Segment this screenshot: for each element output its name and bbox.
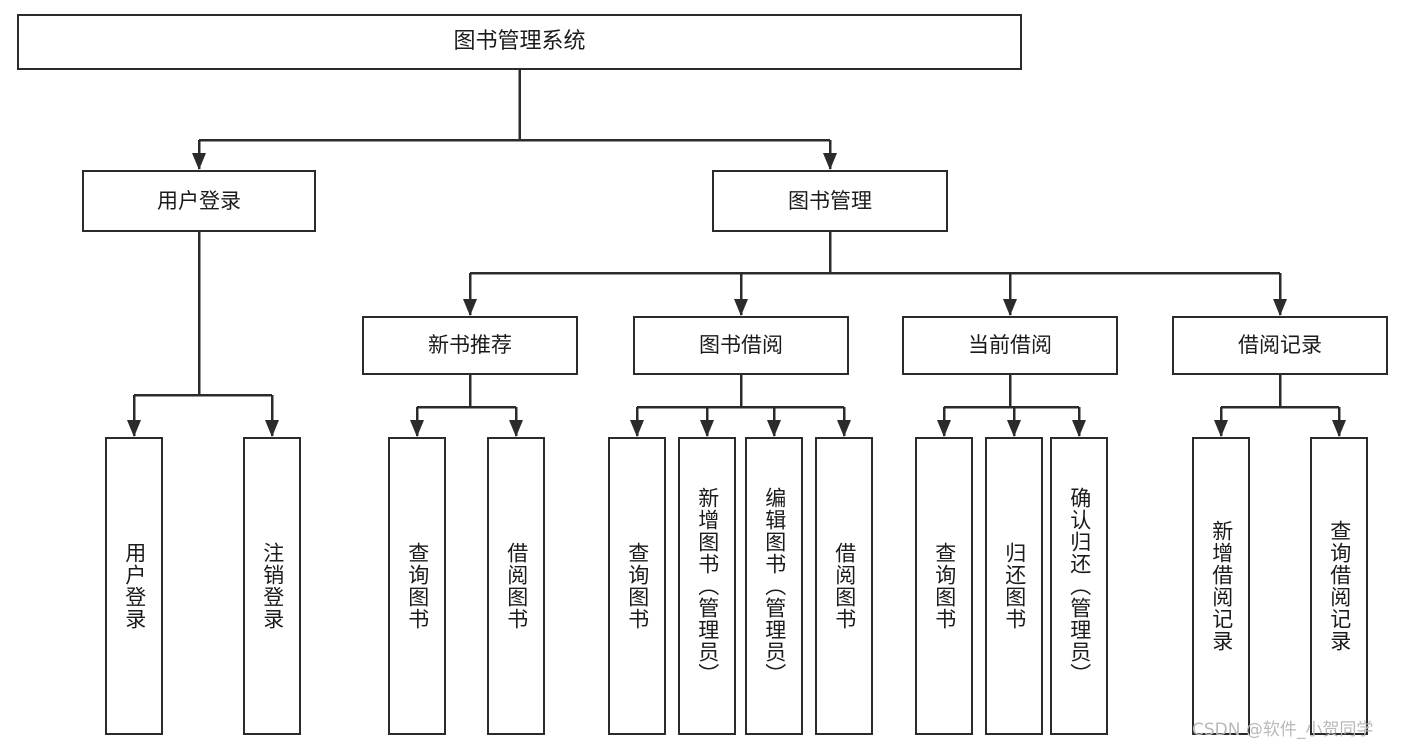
node-label: 图书借阅 (699, 333, 783, 358)
node-leaf-user-login[interactable]: 用户登录 (105, 437, 163, 735)
node-label: 新增图书（管理员） (695, 487, 720, 685)
node-label: 查询图书 (405, 542, 430, 630)
node-label: 确认归还（管理员） (1067, 487, 1092, 685)
node-leaf-user-logout[interactable]: 注销登录 (243, 437, 301, 735)
node-label: 新增借阅记录 (1209, 520, 1234, 652)
node-label: 新书推荐 (428, 333, 512, 358)
node-label: 当前借阅 (968, 333, 1052, 358)
node-label: 查询借阅记录 (1327, 520, 1352, 652)
node-label: 图书管理系统 (453, 29, 586, 55)
node-leaf-edit-book-admin[interactable]: 编辑图书（管理员） (745, 437, 803, 735)
node-leaf-add-borrow-record[interactable]: 新增借阅记录 (1192, 437, 1250, 735)
node-borrow-record[interactable]: 借阅记录 (1172, 316, 1388, 375)
node-leaf-borrow-book-rec[interactable]: 借阅图书 (487, 437, 545, 735)
node-label: 编辑图书（管理员） (762, 487, 787, 685)
node-leaf-confirm-return-admin[interactable]: 确认归还（管理员） (1050, 437, 1108, 735)
node-label: 图书管理 (788, 188, 872, 213)
node-leaf-borrow-book[interactable]: 借阅图书 (815, 437, 873, 735)
node-label: 查询图书 (932, 542, 957, 630)
node-leaf-query-book-current[interactable]: 查询图书 (915, 437, 973, 735)
node-label: 借阅图书 (832, 542, 857, 630)
node-book-manage[interactable]: 图书管理 (712, 170, 948, 232)
node-book-borrow[interactable]: 图书借阅 (633, 316, 849, 375)
node-label: 借阅图书 (504, 542, 529, 630)
node-label: 借阅记录 (1238, 333, 1322, 358)
csdn-watermark: CSDN @软件_小贺同学 (1192, 720, 1374, 740)
node-leaf-query-borrow-record[interactable]: 查询借阅记录 (1310, 437, 1368, 735)
node-leaf-query-book-rec[interactable]: 查询图书 (388, 437, 446, 735)
node-label: 查询图书 (625, 542, 650, 630)
node-current-borrow[interactable]: 当前借阅 (902, 316, 1118, 375)
node-leaf-add-book-admin[interactable]: 新增图书（管理员） (678, 437, 736, 735)
node-leaf-query-book-borrow[interactable]: 查询图书 (608, 437, 666, 735)
node-label: 归还图书 (1002, 542, 1027, 630)
node-root[interactable]: 图书管理系统 (17, 14, 1022, 70)
node-leaf-return-book[interactable]: 归还图书 (985, 437, 1043, 735)
node-new-book-rec[interactable]: 新书推荐 (362, 316, 578, 375)
node-label: 用户登录 (122, 542, 147, 630)
node-label: 用户登录 (157, 188, 241, 213)
node-label: 注销登录 (260, 542, 285, 630)
node-user-login[interactable]: 用户登录 (82, 170, 316, 232)
